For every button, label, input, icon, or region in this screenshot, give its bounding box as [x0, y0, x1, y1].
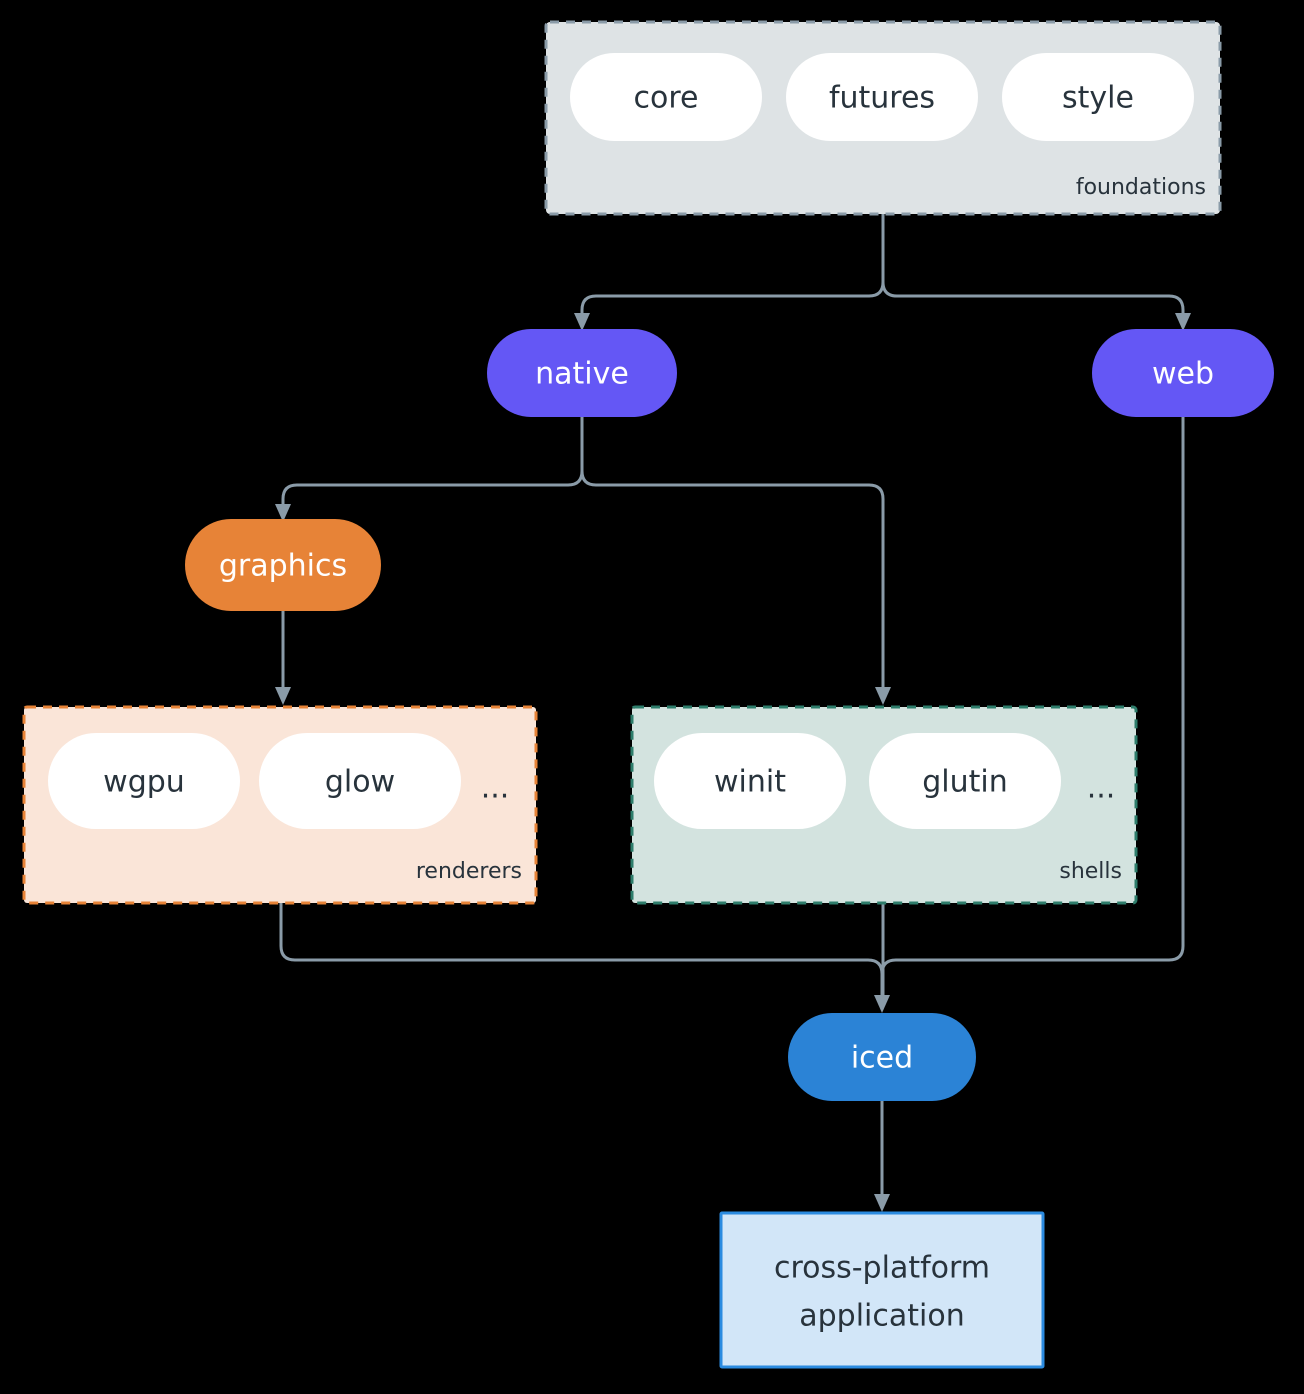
pill-wgpu — [48, 733, 240, 829]
member-winit[interactable]: winit — [654, 733, 846, 829]
member-label: core — [634, 81, 699, 116]
node-iced-shape — [788, 1013, 976, 1101]
node-native-label: native — [535, 357, 629, 392]
arrowhead — [275, 504, 291, 522]
node-application-shape — [719, 1211, 1045, 1369]
member-wgpu[interactable]: wgpu — [48, 733, 240, 829]
node-application-label-line1: cross-platform — [774, 1251, 990, 1286]
pill-style — [1002, 53, 1194, 141]
edge-foundations-to-native — [574, 212, 885, 331]
edge-layer — [275, 212, 1191, 1212]
edge-web-to-iced — [880, 415, 1185, 1002]
member-label: glutin — [922, 765, 1008, 800]
node-application-label-line2: application — [799, 1299, 964, 1334]
member-futures[interactable]: futures — [786, 53, 978, 141]
member-label: wgpu — [103, 765, 185, 800]
member-glow[interactable]: glow — [259, 733, 461, 829]
node-iced[interactable]: iced — [788, 1013, 976, 1101]
member-label: style — [1062, 81, 1134, 116]
pill-core — [570, 53, 762, 141]
cluster-title-renderers: renderers — [416, 859, 522, 884]
cluster-title-foundations: foundations — [1076, 175, 1206, 200]
renderers-ellipsis: ... — [481, 771, 510, 806]
pill-winit — [654, 733, 846, 829]
node-native[interactable]: native — [487, 329, 677, 417]
arrowhead-into-iced — [874, 995, 890, 1013]
edge-graphics-to-renderers — [275, 609, 291, 705]
edge-foundations-to-web — [881, 212, 1191, 331]
member-label: winit — [714, 765, 786, 800]
cluster-shells: winit glutin ... shells — [630, 705, 1138, 905]
cluster-foundations: core futures style foundations — [544, 20, 1222, 216]
node-graphics-label: graphics — [219, 549, 347, 584]
arrowhead — [275, 687, 291, 705]
edge-native-to-graphics — [275, 415, 584, 522]
node-web-shape — [1092, 329, 1274, 417]
shells-ellipsis: ... — [1087, 771, 1116, 806]
member-core[interactable]: core — [570, 53, 762, 141]
arrowhead — [574, 313, 590, 331]
edge-iced-to-app — [874, 1099, 890, 1212]
pill-glutin — [869, 733, 1061, 829]
member-style[interactable]: style — [1002, 53, 1194, 141]
cluster-title-shells: shells — [1059, 859, 1122, 884]
arrowhead — [875, 687, 891, 705]
edge-renderers-to-iced — [279, 901, 884, 1002]
node-graphics[interactable]: graphics — [185, 519, 381, 611]
pill-glow — [259, 733, 461, 829]
member-label: glow — [325, 765, 395, 800]
cluster-renderers: wgpu glow ... renderers — [22, 705, 538, 905]
node-graphics-shape — [185, 519, 381, 611]
edge-native-to-shells — [580, 415, 891, 705]
pill-futures — [786, 53, 978, 141]
node-iced-label: iced — [851, 1041, 913, 1076]
node-native-shape — [487, 329, 677, 417]
arrowhead — [874, 1194, 890, 1212]
arrowhead — [1175, 313, 1191, 331]
node-web[interactable]: web — [1092, 329, 1274, 417]
member-glutin[interactable]: glutin — [869, 733, 1061, 829]
node-application[interactable]: cross-platform application — [719, 1211, 1045, 1369]
member-label: futures — [829, 81, 935, 116]
node-web-label: web — [1152, 357, 1214, 392]
